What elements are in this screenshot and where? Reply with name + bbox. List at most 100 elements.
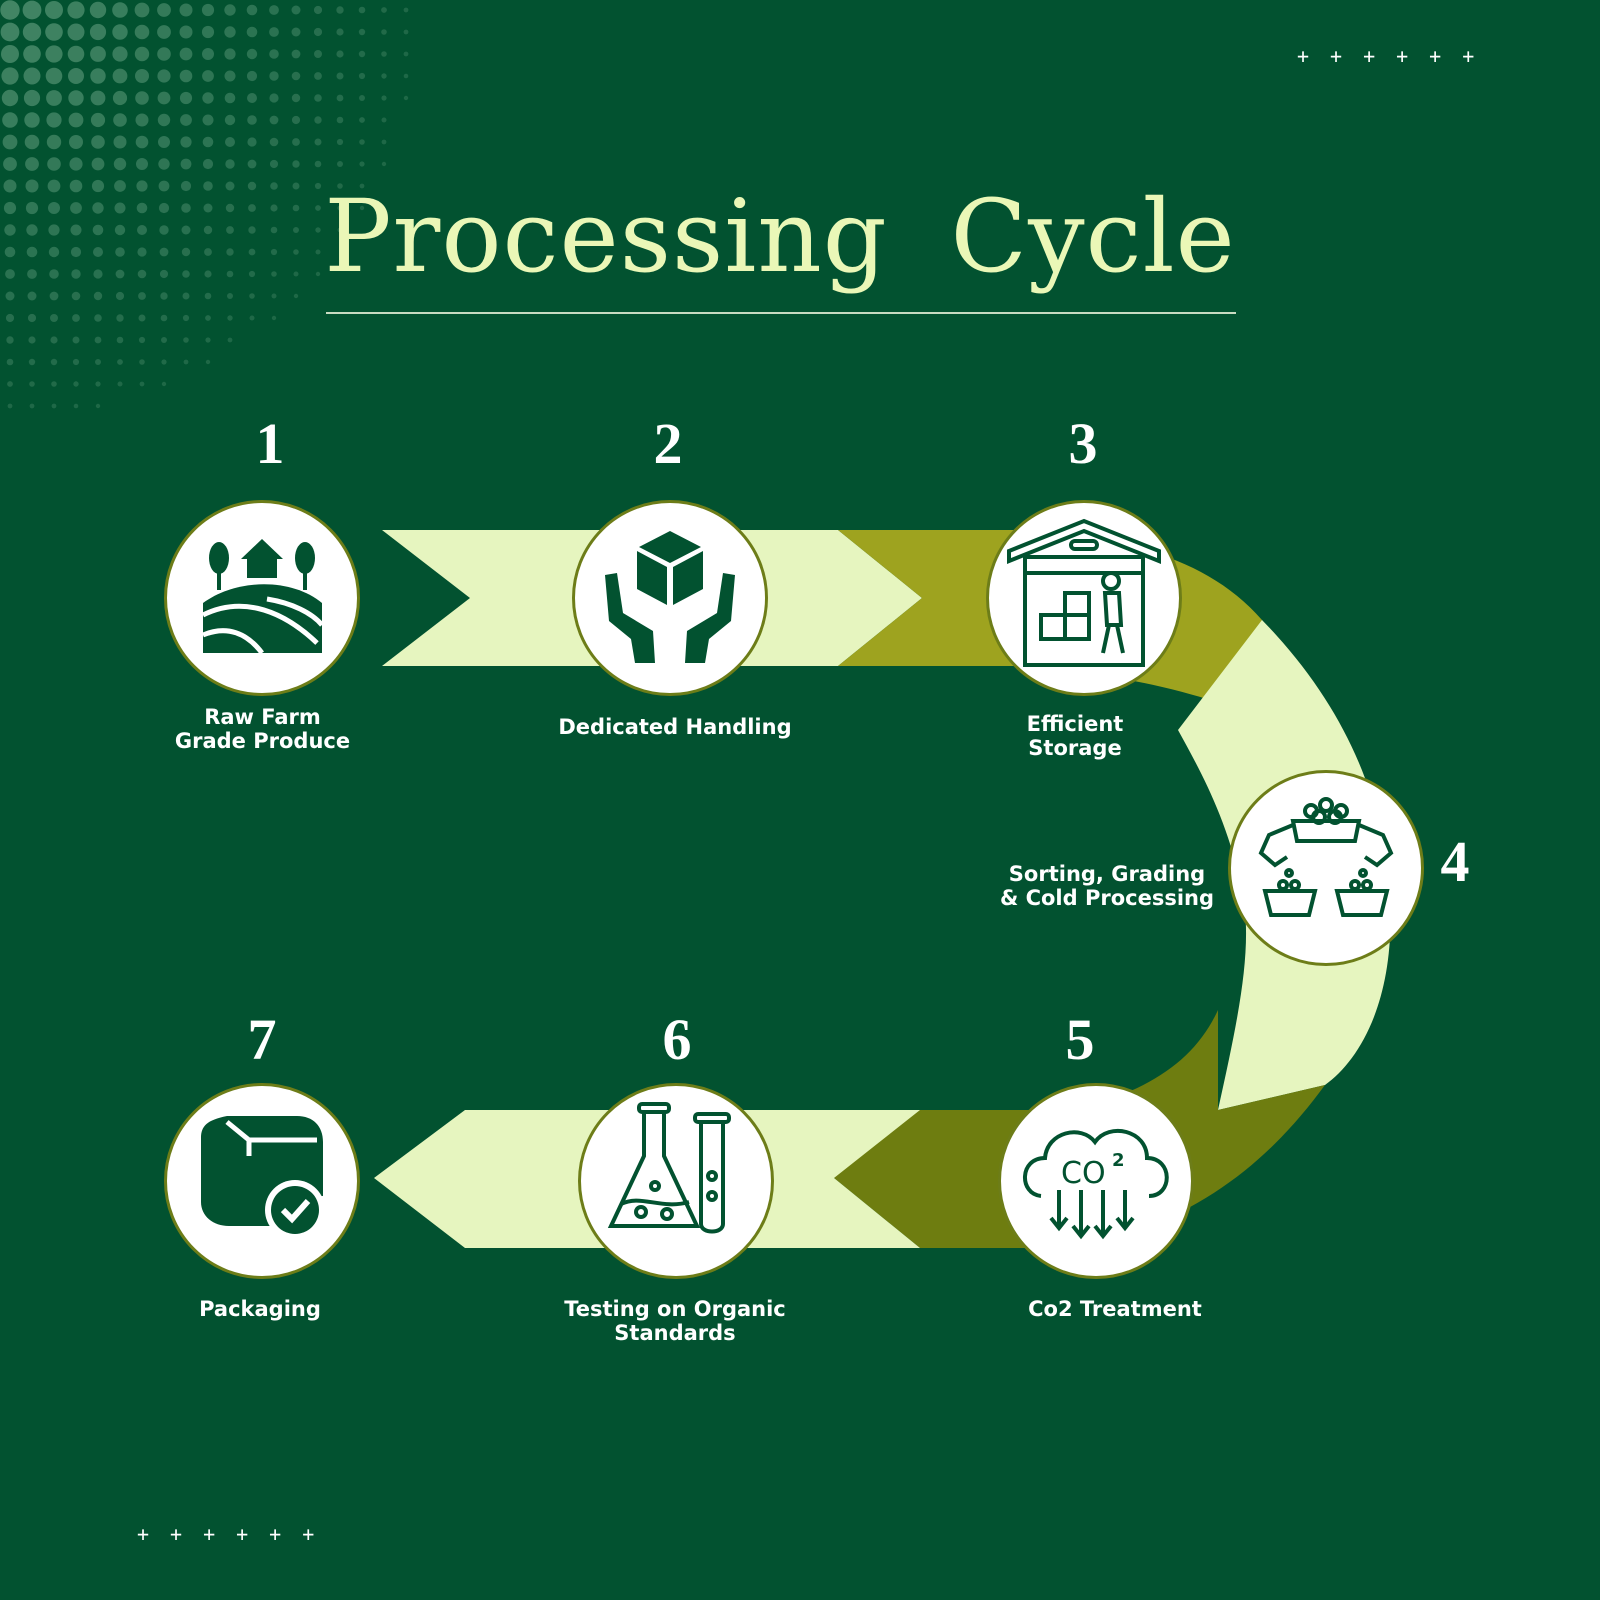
halftone-dot [89,23,107,41]
step-4-circle [1228,770,1424,966]
halftone-dot [45,45,63,63]
box-in-hands-icon [605,531,735,663]
halftone-dot [202,70,214,82]
halftone-dot [1,67,19,85]
halftone-dot [95,359,101,365]
halftone-dot [336,50,344,58]
halftone-dot [358,28,366,36]
halftone-dot [203,225,213,235]
halftone-dot [157,91,171,105]
halftone-dots-decoration [0,0,409,409]
halftone-dot [25,179,39,193]
halftone-dot [246,70,258,82]
halftone-dot [114,180,126,192]
halftone-dot [359,205,365,211]
halftone-dot [157,47,171,61]
halftone-dot [314,138,322,146]
halftone-dot [293,227,299,233]
halftone-dot [94,336,102,344]
flow-arrow-1-2 [382,530,628,666]
halftone-dot [112,46,128,62]
halftone-dot [3,157,17,171]
halftone-dot [23,45,41,63]
warehouse-icon [1007,518,1161,667]
halftone-dot [116,314,124,322]
halftone-dot [381,51,387,57]
halftone-dot [73,381,79,387]
halftone-dot [291,115,301,125]
halftone-dot [0,0,20,20]
step-number-1: 1 [255,411,285,476]
halftone-dot [135,91,149,105]
halftone-dot [24,134,40,150]
halftone-dot [248,270,256,278]
halftone-dot [179,47,193,61]
halftone-dot [224,114,236,126]
step-7-circle [164,1083,360,1279]
halftone-dot [90,68,106,84]
halftone-dot [180,158,192,170]
halftone-dot [160,314,168,322]
halftone-dot [202,158,214,170]
halftone-dot [249,315,255,321]
halftone-dot [72,358,80,366]
halftone-dot [314,72,322,80]
halftone-dot [71,291,81,301]
halftone-dot [204,248,212,256]
halftone-dot [403,95,409,101]
halftone-dot [269,71,279,81]
halftone-dot [227,337,233,343]
halftone-dot [270,226,278,234]
halftone-dot [225,159,235,169]
step-5-circle: CO 2 [998,1083,1194,1279]
halftone-dot [247,93,257,103]
halftone-dot [180,180,192,192]
halftone-dot [315,227,321,233]
step-5-label: Co2 Treatment [990,1297,1240,1321]
halftone-dot [70,224,82,236]
halftone-dot [159,247,169,257]
halftone-dot [134,24,150,40]
halftone-dot [157,25,171,39]
halftone-dot [92,224,104,236]
halftone-dot [26,246,38,258]
halftone-dot [136,158,148,170]
halftone-dot [7,403,13,409]
halftone-dot [269,115,279,125]
halftone-dot [291,27,301,37]
halftone-dot [70,202,82,214]
halftone-dot [248,248,256,256]
halftone-dot [50,336,58,344]
halftone-dot [226,226,234,234]
halftone-dot [29,381,35,387]
step-number-6: 6 [662,1007,692,1072]
halftone-dot [179,25,193,39]
halftone-dot [336,138,344,146]
halftone-dot [271,293,277,299]
halftone-dot [158,158,170,170]
halftone-dot [138,314,146,322]
halftone-dot [248,226,256,234]
halftone-dot [270,182,278,190]
halftone-dot [91,157,105,171]
sorting-baskets-icon [1258,797,1394,917]
halftone-dot [1,45,19,63]
halftone-dot [50,314,58,322]
halftone-dot [314,160,322,168]
halftone-dot [336,28,344,36]
halftone-dot [182,314,190,322]
halftone-dot [91,135,105,149]
halftone-dot [90,46,106,62]
halftone-dot [403,51,409,57]
halftone-dot [159,269,169,279]
halftone-dot [115,291,125,301]
halftone-dot [293,271,299,277]
halftone-dot [181,225,191,235]
halftone-dot [293,249,299,255]
halftone-dot [5,291,15,301]
halftone-dot [204,292,212,300]
halftone-dot [4,224,16,236]
halftone-dot [269,5,279,15]
halftone-dot [3,201,17,215]
halftone-dot [160,292,168,300]
